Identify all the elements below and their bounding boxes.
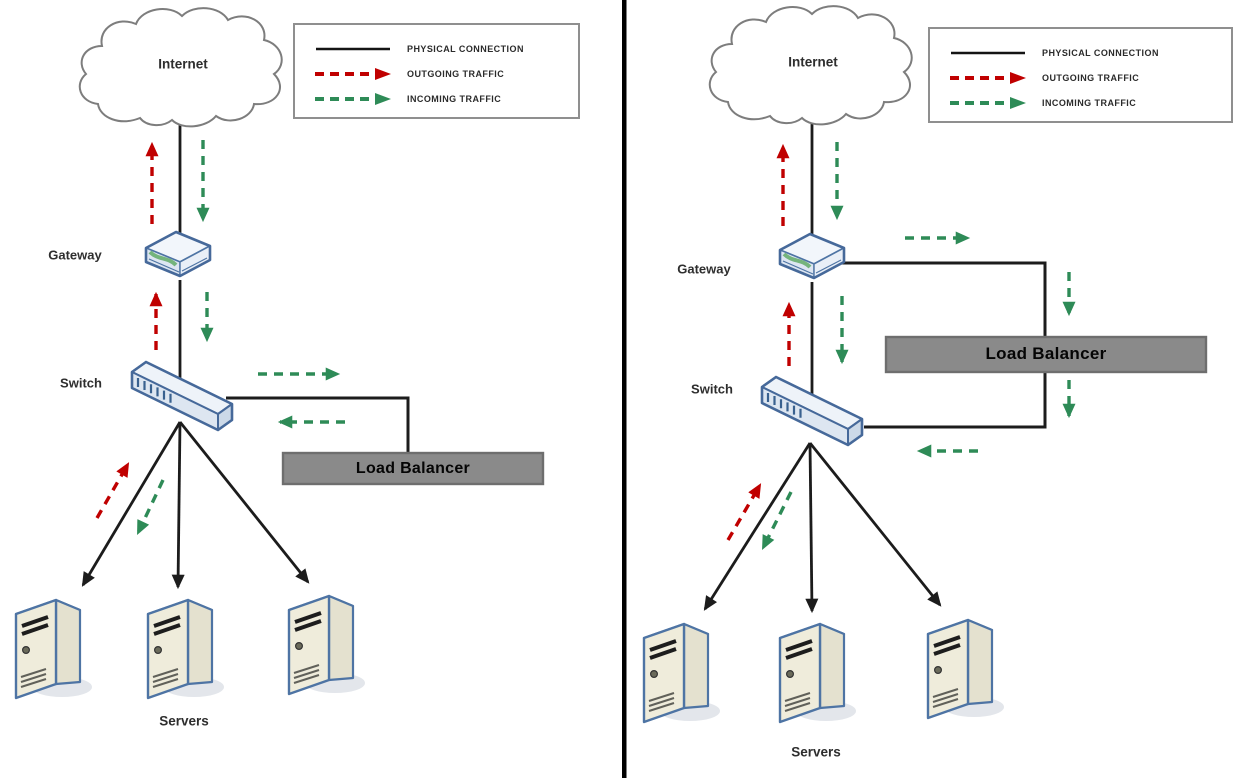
right-legend: PHYSICAL CONNECTION OUTGOING TRAFFIC INC…	[928, 27, 1233, 123]
right-link-switch-server1	[703, 442, 812, 611]
left-servers-label: Servers	[159, 713, 209, 729]
left-link-switch-server3	[178, 421, 310, 584]
legend-row-physical: PHYSICAL CONNECTION	[313, 36, 578, 61]
right-internet-label: Internet	[788, 54, 838, 70]
left-server2-icon	[146, 598, 226, 700]
incoming-traffic-sample-icon	[315, 92, 391, 105]
right-link-switch-server3	[808, 442, 942, 607]
left-load-balancer-box	[281, 451, 545, 486]
physical-connection-sample-icon	[316, 47, 390, 50]
legend-label-incoming: INCOMING TRAFFIC	[407, 93, 502, 104]
left-outgoing-arrows	[95, 141, 163, 519]
right-diagram	[642, 5, 1208, 724]
incoming-traffic-sample-icon	[950, 96, 1026, 109]
right-outgoing-arrows	[726, 143, 796, 541]
left-link-switch-server2	[171, 421, 185, 590]
left-server3-icon	[287, 594, 367, 696]
legend-label-incoming: INCOMING TRAFFIC	[1042, 97, 1137, 108]
outgoing-traffic-sample-icon	[950, 71, 1026, 84]
legend-row-incoming: INCOMING TRAFFIC	[313, 86, 578, 111]
right-server1-icon	[642, 622, 722, 724]
left-diagram	[14, 7, 545, 700]
outgoing-traffic-sample-icon	[315, 67, 391, 80]
right-gateway-label: Gateway	[677, 261, 731, 277]
right-link-switch-server2	[805, 442, 819, 614]
right-switch-label: Switch	[691, 381, 733, 397]
left-link-switch-loadbalancer	[226, 396, 410, 454]
right-server3-icon	[926, 618, 1006, 720]
left-server1-icon	[14, 598, 94, 700]
panel-divider	[622, 0, 627, 778]
legend-label-outgoing: OUTGOING TRAFFIC	[407, 68, 505, 79]
right-load-balancer-box	[884, 335, 1208, 374]
right-load-balancer-label: Load Balancer	[985, 344, 1107, 363]
left-link-switch-server1	[81, 421, 182, 587]
legend-label-physical: PHYSICAL CONNECTION	[407, 43, 524, 54]
left-gateway-icon	[144, 230, 212, 278]
left-gateway-label: Gateway	[48, 247, 102, 263]
physical-connection-sample-icon	[951, 51, 1025, 54]
right-servers-label: Servers	[791, 744, 841, 760]
right-gateway-icon	[778, 232, 846, 280]
left-switch-icon	[130, 360, 234, 432]
right-incoming-arrows	[761, 142, 1076, 550]
left-load-balancer-label: Load Balancer	[355, 460, 471, 477]
legend-row-outgoing: OUTGOING TRAFFIC	[313, 61, 578, 86]
legend-label-outgoing: OUTGOING TRAFFIC	[1042, 72, 1140, 83]
right-server2-icon	[778, 622, 858, 724]
left-internet-label: Internet	[158, 56, 208, 72]
left-legend: PHYSICAL CONNECTION OUTGOING TRAFFIC INC…	[293, 23, 580, 119]
legend-row-physical: PHYSICAL CONNECTION	[948, 40, 1231, 65]
legend-row-incoming: INCOMING TRAFFIC	[948, 90, 1231, 115]
legend-row-outgoing: OUTGOING TRAFFIC	[948, 65, 1231, 90]
left-switch-label: Switch	[60, 375, 102, 391]
legend-label-physical: PHYSICAL CONNECTION	[1042, 47, 1159, 58]
left-incoming-arrows	[136, 140, 345, 535]
